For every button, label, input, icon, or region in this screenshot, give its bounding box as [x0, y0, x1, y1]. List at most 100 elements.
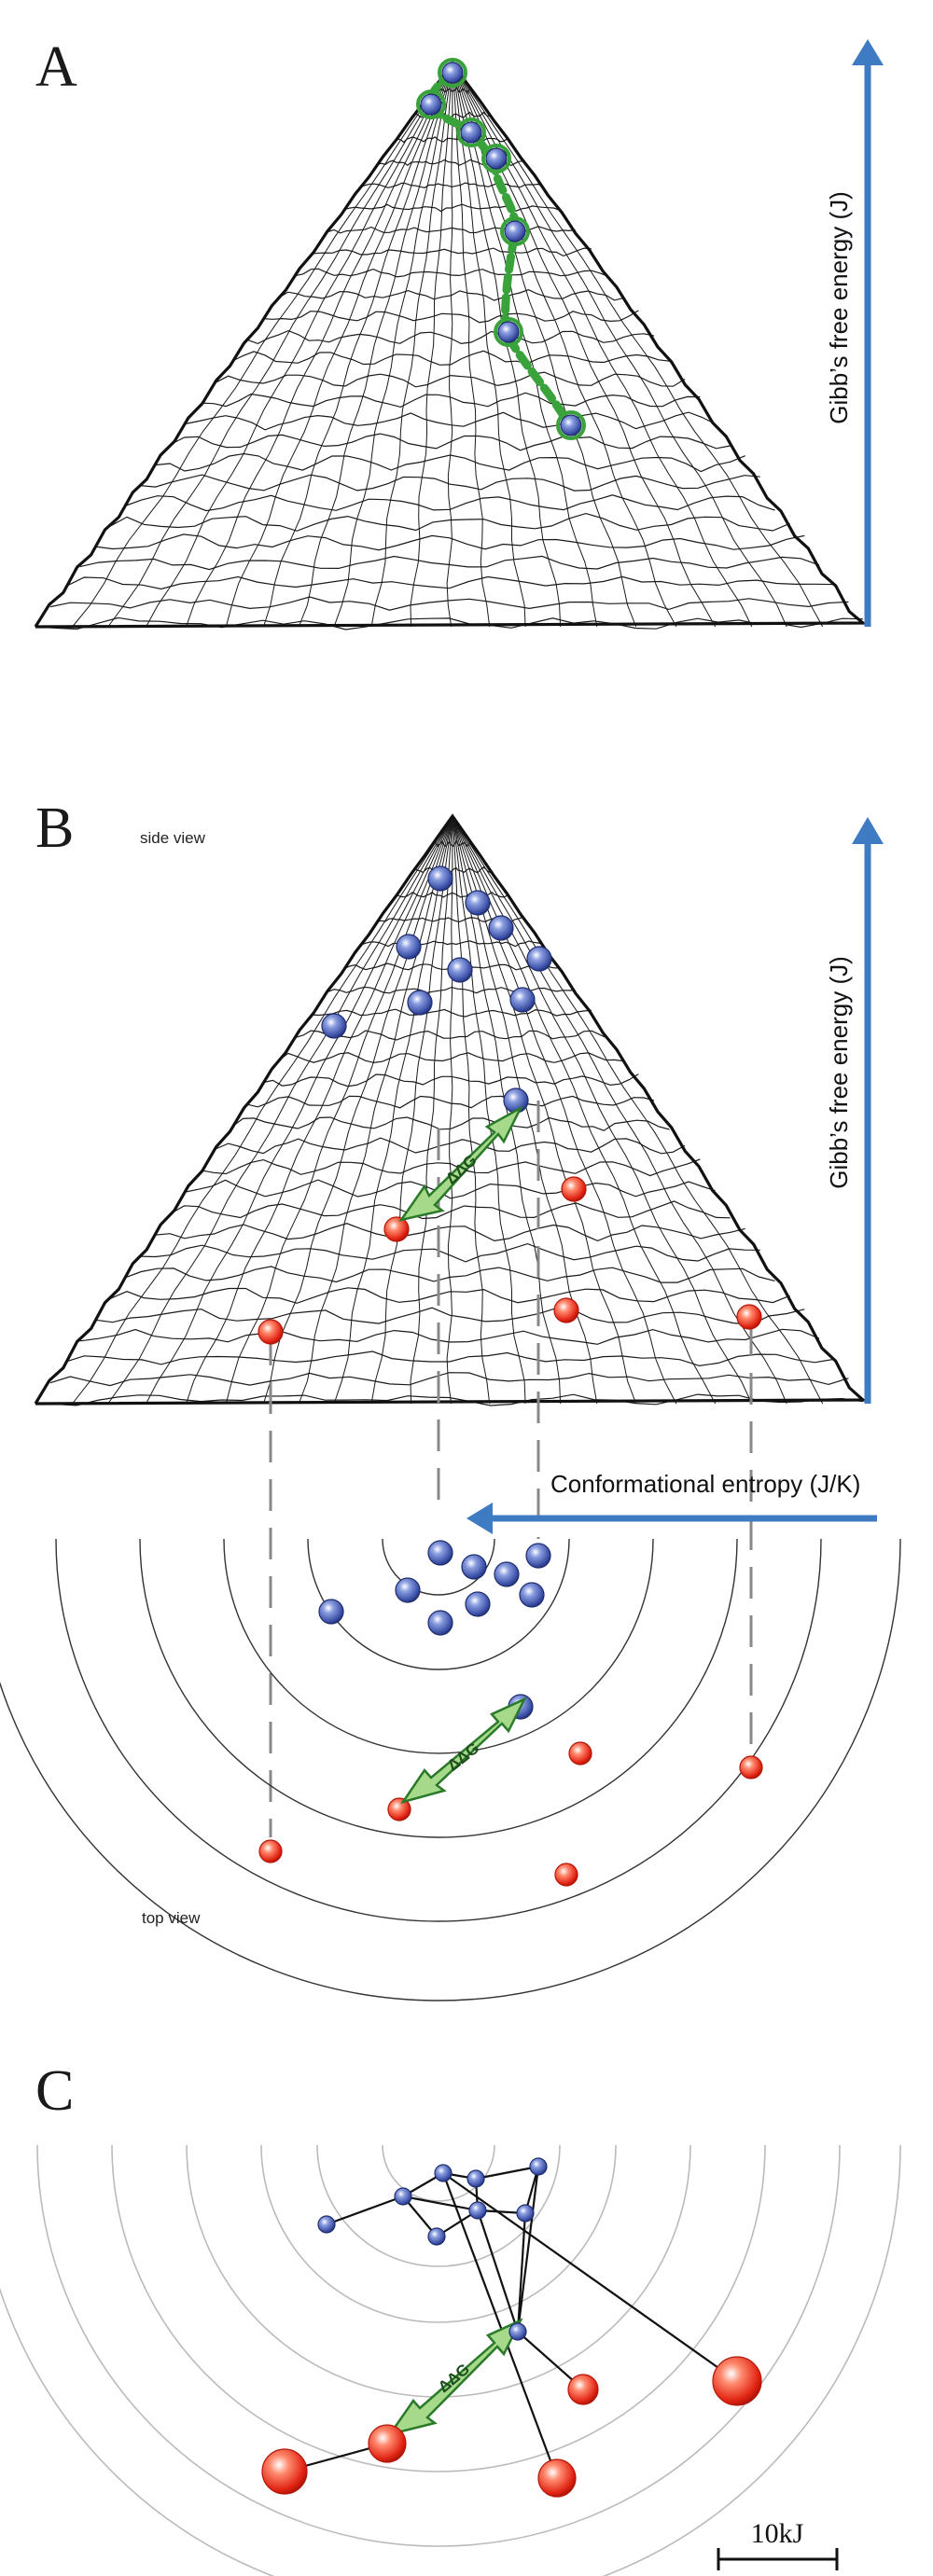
landscape-meridian	[452, 815, 562, 1405]
landscape-meridian	[107, 62, 453, 628]
entropy-contour	[0, 1538, 901, 2001]
entropy-contour	[382, 2144, 495, 2202]
scale-bar	[717, 2548, 839, 2570]
folded-state-side	[447, 957, 473, 983]
pathway-state-ring	[438, 58, 467, 88]
side-view-label: side view	[140, 829, 206, 847]
folded-state-top	[465, 1591, 491, 1617]
misfolded-state-top	[387, 1797, 411, 1821]
landscape-meridian	[72, 62, 453, 628]
landscape-meridian	[333, 815, 453, 1405]
ddg-arrow-top: ΔΔG	[400, 1697, 527, 1805]
network-edge	[516, 2212, 527, 2333]
folded-state-side	[509, 987, 536, 1013]
entropy-contour	[36, 2144, 841, 2547]
landscape-meridian	[146, 815, 453, 1405]
entropy-contour	[307, 1538, 570, 1670]
landscape-meridian	[452, 62, 824, 628]
landscape-meridian	[452, 815, 526, 1405]
panel-a-energy-axis-label: Gibb’s free energy (J)	[825, 191, 853, 424]
landscape-contour	[35, 616, 864, 630]
landscape-meridian	[146, 62, 453, 628]
landscape-contour	[327, 226, 576, 234]
landscape-meridian	[298, 815, 453, 1405]
folded-state-node	[466, 2169, 485, 2188]
landscape-meridian	[452, 815, 717, 1405]
folded-state-node	[468, 2201, 487, 2220]
panel-c-entropy-contours	[0, 2144, 901, 2576]
misfolded-state-node	[261, 2448, 308, 2495]
pathway-state	[485, 147, 508, 170]
panel-a-letter: A	[35, 35, 77, 99]
ddg-arrow-c: ΔΔG	[387, 2318, 523, 2437]
folded-state-node	[434, 2164, 453, 2182]
landscape-contour	[139, 1242, 760, 1263]
folded-state-side	[465, 890, 491, 916]
network-edge	[402, 2195, 479, 2212]
pathway-state-ring	[556, 410, 586, 440]
landscape-contour	[170, 433, 731, 451]
top-view-label: top view	[142, 1909, 201, 1927]
panel-a-energy-landscape	[34, 61, 868, 630]
panel-c-network-edges	[284, 2165, 738, 2479]
landscape-meridian	[410, 62, 453, 628]
pathway-state-ring	[500, 216, 530, 246]
misfolded-state-node	[368, 2424, 407, 2463]
entropy-contour	[316, 2144, 561, 2267]
landscape-contour	[231, 350, 670, 366]
misfolded-state-top	[554, 1863, 578, 1887]
landscape-contour	[201, 1158, 701, 1177]
landscape-contour	[185, 1179, 716, 1199]
landscape-meridian	[370, 62, 453, 628]
pathway-state	[441, 62, 464, 84]
folded-state-top	[427, 1610, 453, 1636]
folded-state-side	[321, 1013, 347, 1039]
landscape-meridian	[72, 815, 453, 1405]
landscape-meridian	[225, 815, 453, 1405]
pathway-state-ring	[481, 144, 511, 173]
folded-state-node	[529, 2157, 548, 2176]
entropy-contour	[111, 2144, 766, 2472]
entropy-axis-label: Conformational entropy (J/K)	[550, 1470, 860, 1498]
landscape-contour	[343, 203, 560, 213]
folded-state-top	[427, 1540, 453, 1566]
landscape-meridian	[263, 62, 453, 628]
landscape-meridian	[333, 62, 453, 628]
landscape-contour	[109, 512, 790, 532]
folded-state-top	[525, 1543, 551, 1569]
misfolded-state-side	[383, 1216, 410, 1242]
folded-state-top	[395, 1577, 421, 1603]
landscape-outline	[34, 813, 868, 1406]
pathway-state	[497, 321, 520, 343]
landscape-contour	[64, 1350, 834, 1367]
panel-b-letter: B	[35, 796, 74, 860]
pathway-state	[560, 414, 582, 436]
landscape-contour	[216, 371, 686, 388]
network-edge	[441, 2172, 559, 2479]
network-edge	[476, 2209, 520, 2333]
misfolded-state-side	[258, 1319, 284, 1345]
folded-state-side	[427, 866, 453, 892]
landscape-contour	[185, 411, 716, 431]
landscape-meridian	[452, 815, 787, 1405]
folded-state-node	[427, 2227, 446, 2246]
landscape-contour	[79, 1328, 820, 1345]
entropy-contour	[55, 1538, 822, 1922]
landscape-contour	[139, 474, 760, 492]
landscape-contour	[109, 1287, 790, 1304]
landscape-contour	[263, 1073, 639, 1087]
misfolded-state-node	[567, 2374, 599, 2405]
scale-bar-label: 10kJ	[751, 2518, 804, 2549]
landscape-meridian	[446, 62, 453, 628]
entropy-axis-arrow	[466, 1503, 877, 1534]
folded-state-node	[508, 2322, 527, 2341]
landscape-meridian	[452, 815, 824, 1405]
folded-state-side	[488, 915, 514, 941]
misfolded-state-top	[258, 1839, 283, 1863]
misfolded-state-node	[712, 2356, 762, 2406]
landscape-meridian	[452, 815, 753, 1405]
panel-a-pathway-states	[416, 58, 586, 440]
folded-state-node	[516, 2204, 535, 2223]
panel-b-energy-axis-arrow	[852, 817, 884, 1404]
